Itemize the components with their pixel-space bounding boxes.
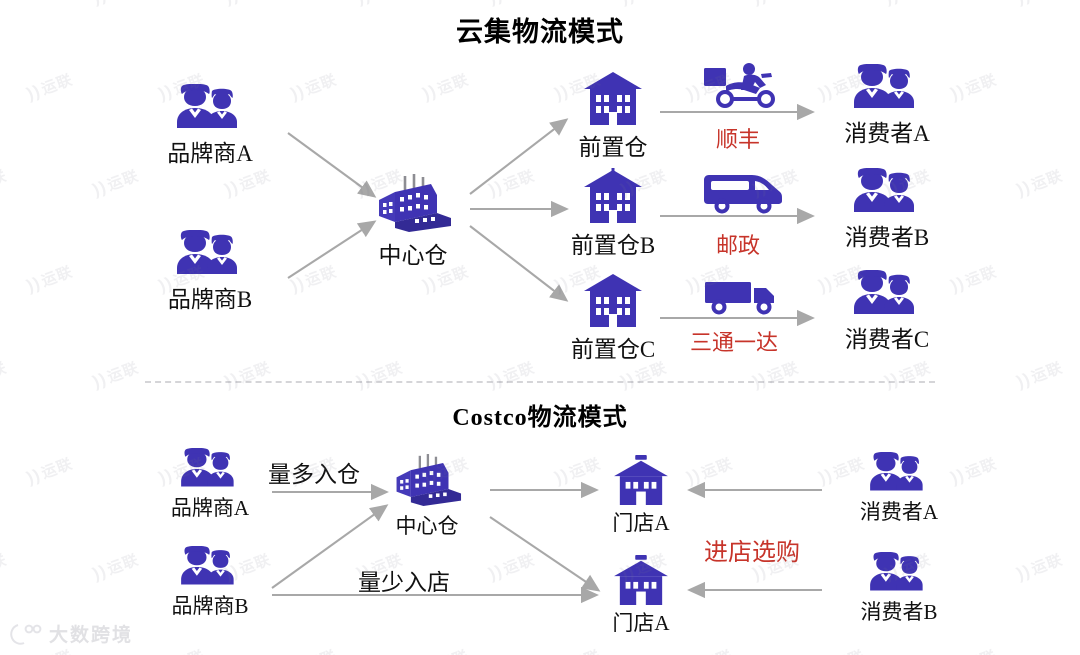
node-consumer-c[interactable]: 消费者C — [812, 270, 962, 354]
node-brand-a[interactable]: 品牌商A — [135, 84, 285, 168]
node-label: 消费者B — [860, 600, 938, 624]
arrow-brand-a-to-hub — [287, 132, 377, 198]
node-label: 品牌商A — [167, 141, 253, 166]
building-icon — [584, 168, 642, 223]
node-label: 前置仓 — [578, 135, 648, 160]
two-people-icon — [181, 448, 234, 487]
node-brand-b[interactable]: 品牌商B — [135, 230, 285, 314]
carrier-post-icon-wrap — [700, 172, 784, 219]
flow-label-small-to-store: 量少入店 — [358, 570, 450, 595]
node-label: 门店A — [612, 611, 670, 635]
two-people-icon — [854, 168, 914, 212]
arrow-hub-to-fw-c — [469, 225, 569, 302]
carrier-stong-icon-wrap — [702, 276, 786, 323]
truck-icon — [705, 282, 774, 315]
node-forward-warehouse-b[interactable]: 前置仓B — [538, 168, 688, 260]
node-label: 前置仓B — [570, 233, 656, 258]
node-costco-brand-b[interactable]: 品牌商B — [135, 546, 285, 620]
in-store-shopping-label: 进店选购 — [704, 540, 800, 566]
two-people-icon — [870, 452, 923, 491]
bottom-section-title: Costco物流模式 — [452, 405, 628, 431]
arrow-cbrand-b-to-hub — [271, 504, 389, 589]
node-label: 中心仓 — [395, 514, 459, 538]
node-consumer-b[interactable]: 消费者B — [812, 168, 962, 252]
building-icon — [584, 72, 642, 125]
node-label: 中心仓 — [378, 243, 448, 268]
node-forward-warehouse-c[interactable]: 前置仓C — [538, 272, 688, 364]
carrier-post-label: 邮政 — [716, 233, 761, 258]
node-central-warehouse[interactable]: 中心仓 — [338, 172, 488, 270]
node-costco-brand-a[interactable]: 品牌商A — [135, 448, 285, 522]
two-people-icon — [177, 84, 237, 128]
node-label: 品牌商B — [171, 594, 249, 618]
node-costco-central-warehouse[interactable]: 中心仓 — [352, 452, 502, 540]
factory-icon — [396, 454, 462, 506]
node-consumer-a[interactable]: 消费者A — [812, 64, 962, 148]
scooter-delivery-icon — [704, 63, 775, 108]
carrier-sf-label: 顺丰 — [716, 127, 761, 152]
node-label: 前置仓C — [570, 337, 656, 362]
node-label: 消费者A — [859, 500, 939, 524]
section-divider — [145, 381, 935, 383]
node-costco-consumer-b[interactable]: 消费者B — [824, 552, 974, 626]
carrier-sf-icon-wrap — [700, 62, 784, 115]
two-people-icon — [177, 230, 237, 274]
node-label: 消费者B — [844, 225, 930, 250]
node-label: 品牌商B — [167, 287, 253, 312]
node-forward-warehouse-a[interactable]: 前置仓 — [538, 70, 688, 162]
store-house-icon — [614, 455, 668, 505]
two-people-icon — [870, 552, 923, 591]
flow-label-bulk-to-warehouse: 量多入仓 — [268, 462, 360, 487]
brand-watermark-text: 大数跨境 — [49, 625, 134, 646]
building-icon — [584, 274, 642, 327]
node-store-2[interactable]: 门店A — [566, 555, 716, 637]
store-house-icon — [614, 555, 668, 605]
brand-logo-icon — [10, 623, 42, 645]
two-people-icon — [854, 64, 914, 108]
arrow-hub-to-store-2 — [489, 516, 601, 592]
node-label: 消费者C — [844, 327, 930, 352]
factory-icon — [379, 174, 451, 232]
carrier-stong-label: 三通一达 — [690, 330, 779, 355]
van-icon — [704, 175, 782, 214]
node-store-1[interactable]: 门店A — [566, 455, 716, 537]
node-label: 消费者A — [844, 121, 930, 146]
arrow-hub-to-fw-a — [469, 118, 569, 195]
node-label: 品牌商A — [170, 496, 250, 520]
node-costco-consumer-a[interactable]: 消费者A — [824, 452, 974, 526]
brand-watermark: 大数跨境 — [8, 620, 133, 647]
top-section-title: 云集物流模式 — [456, 17, 624, 47]
arrow-brand-b-to-hub — [287, 220, 377, 279]
two-people-icon — [181, 546, 234, 585]
two-people-icon — [854, 270, 914, 314]
node-label: 门店A — [612, 511, 670, 535]
